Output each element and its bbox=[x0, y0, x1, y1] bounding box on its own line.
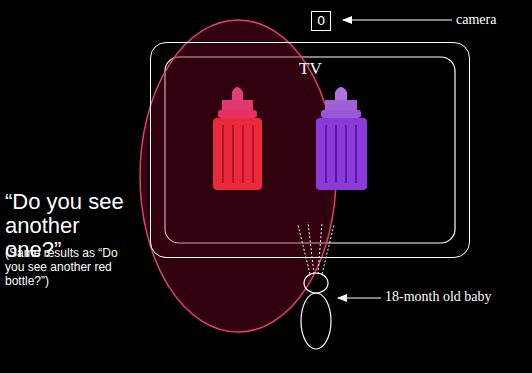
node-text: TV bbox=[299, 59, 322, 79]
attention-ellipse bbox=[140, 20, 336, 332]
leader-arrow bbox=[343, 19, 452, 20]
note-text: (Same results as “Do you see another red… bbox=[5, 246, 123, 288]
baby-body bbox=[301, 293, 331, 349]
gaze-lines bbox=[298, 222, 334, 274]
baby-head bbox=[304, 273, 328, 293]
leader-arrow bbox=[338, 297, 381, 298]
red-bottle bbox=[213, 87, 262, 190]
node-text: 0 bbox=[317, 13, 325, 28]
camera-label: camera bbox=[456, 12, 526, 28]
camera-box: 0 bbox=[311, 11, 331, 31]
purple-bottle bbox=[316, 87, 367, 190]
baby-label: 18-month old baby bbox=[385, 289, 530, 305]
tv-box: TV bbox=[150, 42, 470, 258]
